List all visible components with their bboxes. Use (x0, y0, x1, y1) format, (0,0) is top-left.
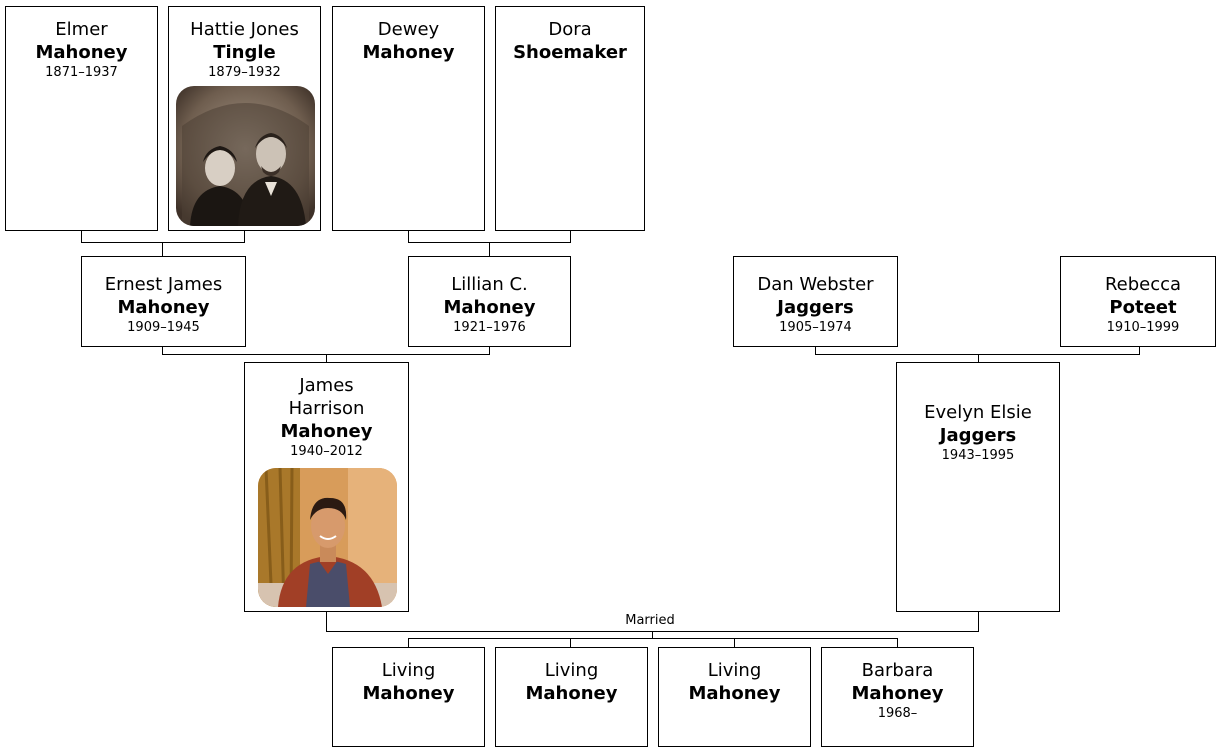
person-dates: 1921–1976 (453, 320, 526, 335)
connector (326, 354, 327, 363)
connector (489, 242, 490, 256)
person-card-rebecca-poteet[interactable]: Rebecca Poteet 1910–1999 (1060, 256, 1216, 347)
person-surname: Mahoney (443, 297, 536, 318)
connector (1139, 346, 1140, 354)
connector (162, 242, 163, 256)
person-surname: Mahoney (362, 42, 455, 63)
person-surname: Tingle (213, 42, 276, 63)
person-surname: Mahoney (851, 683, 944, 704)
connector (489, 346, 490, 354)
connector (815, 346, 816, 354)
person-surname: Mahoney (525, 683, 618, 704)
person-card-child-2[interactable]: Living Mahoney (495, 647, 648, 747)
person-given-name: Barbara (861, 660, 934, 681)
connector (978, 354, 979, 363)
person-surname: Jaggers (939, 425, 1017, 446)
person-card-dan-jaggers[interactable]: Dan Webster Jaggers 1905–1974 (733, 256, 898, 347)
person-card-barbara-mahoney[interactable]: Barbara Mahoney 1968– (821, 647, 974, 747)
union-label: Married (625, 613, 675, 628)
person-card-child-1[interactable]: Living Mahoney (332, 647, 485, 747)
person-card-ernest-mahoney[interactable]: Ernest James Mahoney 1909–1945 (81, 256, 246, 347)
person-photo[interactable] (176, 86, 315, 226)
person-card-dewey-mahoney[interactable]: Dewey Mahoney (332, 6, 485, 231)
person-surname: Mahoney (688, 683, 781, 704)
person-surname: Mahoney (117, 297, 210, 318)
person-surname: Mahoney (35, 42, 128, 63)
person-given-name: Living (381, 660, 436, 681)
person-given-name: Living (544, 660, 599, 681)
person-card-elmer-mahoney[interactable]: Elmer Mahoney 1871–1937 (5, 6, 158, 231)
person-given-name: James Harrison (288, 375, 365, 419)
connector (815, 354, 1140, 355)
person-dates: 1909–1945 (127, 320, 200, 335)
person-dates: 1871–1937 (45, 65, 118, 80)
person-dates: 1940–2012 (290, 444, 363, 459)
person-surname: Mahoney (280, 421, 373, 442)
connector (81, 242, 245, 243)
connector (244, 230, 245, 242)
connector (652, 631, 653, 638)
connector (978, 611, 979, 631)
person-given-name: Elmer (55, 19, 108, 40)
connector (408, 230, 409, 242)
person-card-dora-shoemaker[interactable]: Dora Shoemaker (495, 6, 645, 231)
connector (162, 346, 163, 354)
person-dates: 1968– (877, 706, 918, 721)
person-given-name: Dan Webster (757, 274, 874, 295)
person-surname: Poteet (1109, 297, 1177, 318)
person-surname: Mahoney (362, 683, 455, 704)
connector (326, 611, 327, 631)
person-given-name: Rebecca (1104, 274, 1182, 295)
person-given-name: Dewey (377, 19, 440, 40)
connector (81, 230, 82, 242)
person-surname: Jaggers (777, 297, 854, 318)
connector (408, 638, 409, 648)
person-card-child-3[interactable]: Living Mahoney (658, 647, 811, 747)
person-given-name: Dora (548, 19, 592, 40)
person-card-lillian-mahoney[interactable]: Lillian C. Mahoney 1921–1976 (408, 256, 571, 347)
person-dates: 1910–1999 (1106, 320, 1180, 335)
person-given-name: Hattie Jones (190, 19, 299, 40)
person-dates: 1905–1974 (779, 320, 852, 335)
person-given-name: Ernest James (104, 274, 223, 295)
connector (570, 638, 571, 648)
person-given-name: Lillian C. (451, 274, 528, 295)
person-card-evelyn-jaggers[interactable]: Evelyn Elsie Jaggers 1943–1995 (896, 362, 1060, 612)
person-given-name: Living (707, 660, 762, 681)
person-card-james-mahoney[interactable]: James Harrison Mahoney 1940–2012 (244, 362, 409, 612)
person-dates: 1943–1995 (941, 448, 1015, 463)
connector (570, 230, 571, 242)
connector (734, 638, 735, 648)
person-dates: 1879–1932 (208, 65, 281, 80)
person-given-name: Evelyn Elsie (924, 402, 1032, 423)
person-surname: Shoemaker (513, 42, 627, 63)
connector (408, 638, 898, 639)
person-card-hattie-tingle[interactable]: Hattie Jones Tingle 1879–1932 (168, 6, 321, 231)
person-photo[interactable] (258, 468, 397, 607)
connector (897, 638, 898, 648)
